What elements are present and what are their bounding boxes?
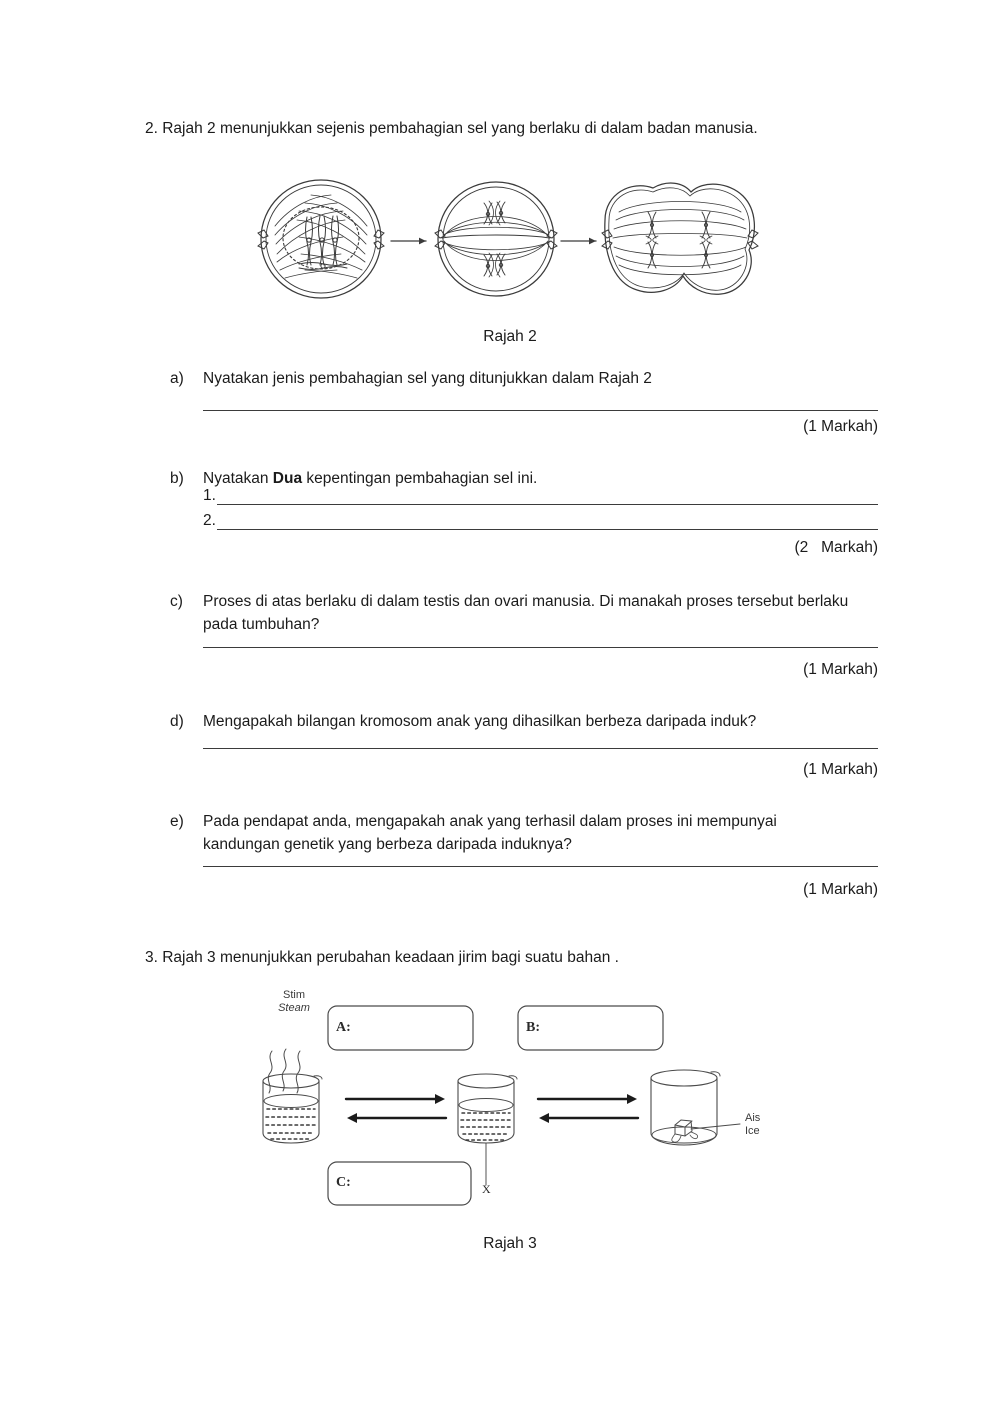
part-b-rule-1[interactable]: [216, 491, 878, 505]
part-c-answer-line[interactable]: [203, 647, 878, 648]
part-a-text: Nyatakan jenis pembahagian sel yang ditu…: [203, 370, 652, 387]
states-of-matter-diagram: Stim Steam Ais Ice A: B: C: X: [250, 985, 790, 1210]
part-b-marks: (2 Markah): [794, 539, 878, 556]
part-c-marks: (1 Markah): [803, 661, 878, 678]
part-a-answer-line[interactable]: [203, 410, 878, 411]
part-c-text: Proses di atas berlaku di dalam testis d…: [203, 593, 849, 634]
part-c-label: c): [170, 593, 183, 610]
answer-box-a-letter: A:: [336, 1020, 351, 1035]
part-b-answer-line-2[interactable]: 2.: [203, 512, 878, 530]
part-b-text-tail: kepentingan pembahagian sel ini.: [302, 470, 538, 487]
ice-label-en: Ice: [745, 1124, 760, 1137]
part-d-label: d): [170, 713, 184, 730]
question-2-part-b: b) Nyatakan Dua kepentingan pembahagian …: [170, 467, 890, 490]
part-e-marks: (1 Markah): [803, 881, 878, 898]
question-2-intro: 2. Rajah 2 menunjukkan sejenis pembahagi…: [145, 120, 758, 137]
steam-label: Stim Steam: [265, 989, 323, 1014]
question-3-intro: 3. Rajah 3 menunjukkan perubahan keadaan…: [145, 949, 619, 966]
part-a-marks: (1 Markah): [803, 418, 878, 435]
arrow-pair-right: [536, 1094, 640, 1123]
steam-label-ms: Stim: [283, 989, 305, 1001]
part-b-item-1-number: 1.: [203, 487, 216, 504]
part-e-answer-line[interactable]: [203, 866, 878, 867]
part-b-text-lead: Nyatakan: [203, 470, 273, 487]
arrow-pair-left: [344, 1094, 448, 1123]
part-d-text: Mengapakah bilangan kromosom anak yang d…: [203, 713, 757, 730]
part-b-text: Nyatakan Dua kepentingan pembahagian sel…: [203, 467, 537, 490]
part-b-item-2-number: 2.: [203, 512, 216, 529]
ice-label-ms: Ais: [745, 1112, 761, 1124]
stage-arrow-1: [390, 237, 427, 245]
x-marker-label: X: [482, 1182, 491, 1196]
part-b-rule-2[interactable]: [216, 516, 878, 530]
question-2-part-d: d) Mengapakah bilangan kromosom anak yan…: [170, 710, 900, 733]
part-e-text: Pada pendapat anda, mengapakah anak yang…: [203, 813, 777, 854]
answer-box-c-letter: C:: [336, 1175, 351, 1190]
part-d-answer-line[interactable]: [203, 748, 878, 749]
stage-arrow-2: [560, 237, 597, 245]
answer-box-b-letter: B:: [526, 1020, 540, 1035]
ice-label: Ais Ice: [745, 1112, 785, 1137]
part-b-label: b): [170, 470, 184, 487]
figure-3-caption: Rajah 3: [483, 1235, 537, 1252]
part-b-emphasis: Dua: [272, 470, 303, 487]
cell-division-stages-diagram: [243, 165, 763, 315]
part-a-label: a): [170, 370, 184, 387]
part-d-marks: (1 Markah): [803, 761, 878, 778]
part-e-label: e): [170, 813, 184, 830]
part-b-answer-line-1[interactable]: 1.: [203, 487, 878, 505]
question-2-part-c: c) Proses di atas berlaku di dalam testi…: [170, 590, 870, 637]
question-2-part-e: e) Pada pendapat anda, mengapakah anak y…: [170, 810, 870, 857]
question-2-part-a: a) Nyatakan jenis pembahagian sel yang d…: [170, 367, 890, 390]
steam-label-en: Steam: [278, 1001, 310, 1014]
figure-2-caption: Rajah 2: [483, 328, 537, 345]
